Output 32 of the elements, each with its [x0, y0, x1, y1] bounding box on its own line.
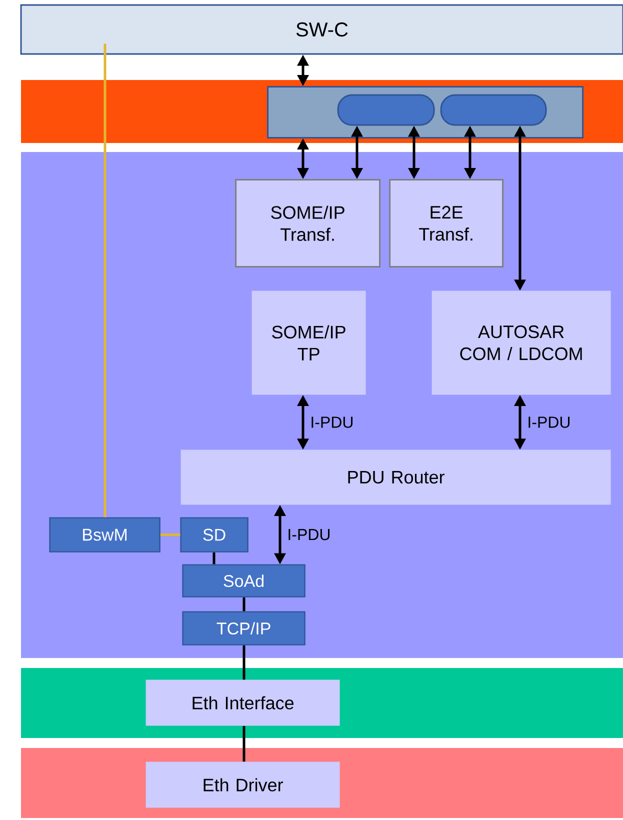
- connector-line: [160, 534, 180, 536]
- port-pill: [337, 94, 435, 126]
- module-box: SOME/IP TP: [252, 290, 366, 395]
- double-arrow: [514, 126, 526, 291]
- module-box: SD: [180, 517, 248, 552]
- edge-label: I-PDU: [312, 416, 353, 428]
- double-arrow: [297, 395, 309, 450]
- module-box: Eth Driver: [146, 762, 340, 808]
- module-box: TCP/IP: [182, 611, 306, 646]
- edge-label: I-PDU: [288, 529, 330, 540]
- connector-line: [104, 44, 106, 518]
- module-box: Eth Interface: [146, 680, 340, 726]
- edge-label: I-PDU: [528, 416, 570, 428]
- connector-line: [212, 552, 216, 564]
- connector-line: [242, 645, 246, 680]
- double-arrow: [297, 54, 309, 86]
- double-arrow: [408, 126, 420, 180]
- double-arrow: [274, 505, 286, 564]
- double-arrow: [464, 126, 476, 180]
- double-arrow: [514, 395, 526, 450]
- module-box: E2E Transf.: [389, 179, 504, 268]
- component-box: SW-C: [20, 4, 623, 55]
- connector-line: [242, 726, 246, 762]
- module-box: SOME/IP Transf.: [235, 179, 381, 268]
- module-box: PDU Router: [180, 450, 611, 505]
- double-arrow: [351, 126, 363, 180]
- port-pill: [440, 94, 547, 126]
- module-box: SoAd: [182, 564, 306, 598]
- module-box: AUTOSAR COM / LDCOM: [432, 290, 611, 395]
- module-box: BswM: [49, 517, 160, 552]
- connector-line: [242, 597, 246, 612]
- double-arrow: [297, 138, 309, 180]
